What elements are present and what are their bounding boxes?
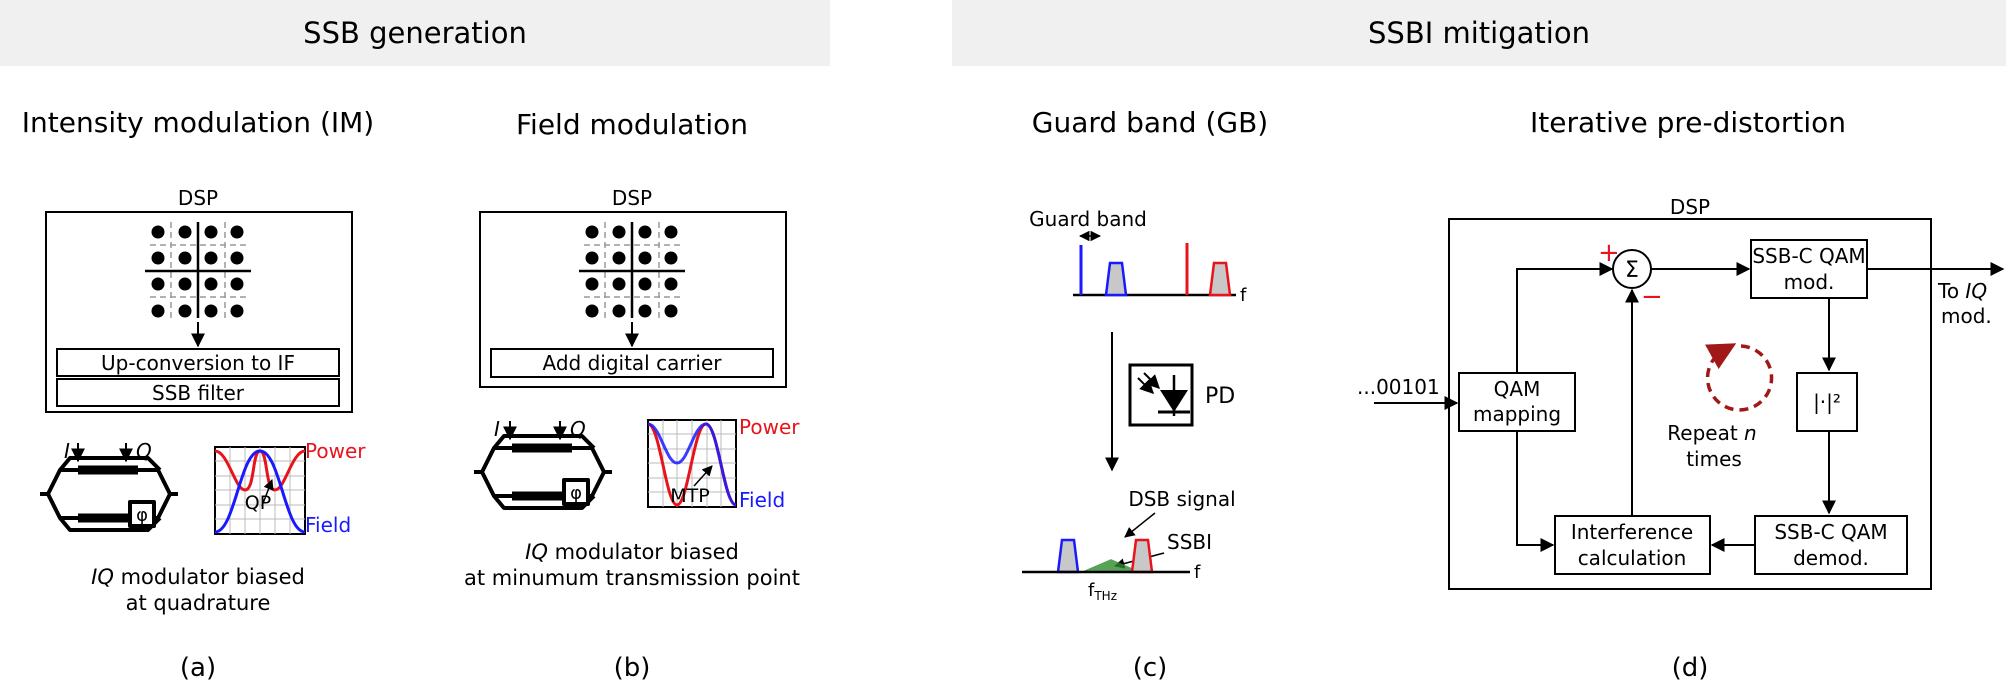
panel-b-constellation [579,222,685,318]
panel-a-dsp-box [45,211,353,413]
panel-a-power-label: Power [305,439,366,463]
panel-b-letter: (b) [614,653,651,682]
panel-a-caption-iq: IQ [91,565,114,589]
panel-a-dsp-label: DSP [178,186,218,210]
fthz-label: fTHz [1088,580,1117,603]
panel-a-letter: (a) [180,653,216,682]
top-freq-label: f [1240,285,1247,306]
panel-b-transfer-plot [647,419,737,508]
panel-a: Intensity modulation (IM) DSP Up-convers… [22,106,374,682]
panel-a-caption-line1: IQ modulator biased [91,565,305,589]
panel-a-transfer-plot [214,446,306,535]
add-digital-carrier-box [490,348,774,378]
panel-b-field-label: Field [739,488,785,512]
panel-a-field-label: Field [305,513,351,537]
to-iq-mod-line2: mod. [1941,304,1992,328]
ssb-filter-box [56,378,340,407]
panel-b-dsp-box [479,211,787,388]
upconversion-label: Up-conversion to IF [101,351,295,375]
add-digital-carrier-label: Add digital carrier [542,351,722,375]
panel-b-iq-modulator-icon [474,434,612,510]
dsb-signal-label: DSB signal [1128,487,1235,511]
panel-b-title: Field modulation [516,108,748,141]
ssbi-label: SSBI [1167,530,1212,554]
panel-d-dsp-label: DSP [1670,195,1710,219]
panel-b-caption-rest: modulator biased [548,540,739,564]
ssbi-mitigation-title: SSBI mitigation [1368,16,1590,50]
repeat-line2: times [1686,447,1742,471]
panel-a-title: Intensity modulation (IM) [22,106,374,139]
panel-b: Field modulation DSP Add digital carrier [464,108,800,682]
panel-d: Iterative pre-distortion DSP ...00101 QA… [1357,106,2005,682]
ssbc-demod-line2: demod. [1793,546,1869,570]
panel-a-i-label: I [64,439,70,463]
panel-b-power-label: Power [739,415,800,439]
ssbi-mitigation-header: SSBI mitigation [952,0,2006,66]
qam-mapping-line1: QAM [1494,377,1541,401]
panel-b-caption-line1: IQ modulator biased [525,540,739,564]
panel-b-phase-symbol: φ [570,483,582,504]
pd-label: PD [1205,384,1235,409]
ssbc-demod-line1: SSB-C QAM [1774,520,1887,544]
abs-square-symbol: |·|² [1813,390,1841,414]
panel-c-letter: (c) [1133,653,1168,682]
repeat-line1: Repeat n [1667,421,1756,445]
top-spectrum [1073,243,1236,297]
panel-a-q-label: Q [136,439,152,463]
to-iq-mod-line1: To IQ [1937,279,1987,303]
abs-square-box [1796,372,1858,432]
panel-b-caption-line2: at minumum transmission point [464,566,800,590]
panel-a-iq-modulator-icon [40,456,178,532]
input-bits-label: ...00101 [1357,375,1440,399]
ssbc-mod-line1: SSB-C QAM [1752,244,1865,268]
panel-b-i-label: I [494,417,500,441]
sum-plus-sign: + [1598,238,1620,268]
sum-symbol: Σ [1625,258,1639,283]
upconversion-box [56,348,340,377]
panel-d-letter: (d) [1672,653,1709,682]
panel-b-q-label: Q [570,417,586,441]
qam-mapping-line2: mapping [1473,402,1561,426]
panel-a-caption-rest: modulator biased [114,565,305,589]
panel-c: Guard band (GB) Guard band f PD DSB sign… [1022,106,1268,682]
panel-c-title: Guard band (GB) [1032,106,1268,139]
panel-b-bias-point: MTP [670,485,709,507]
panel-b-dsp-label: DSP [612,186,652,210]
ssb-generation-title: SSB generation [303,16,527,50]
panel-a-caption-line2: at quadrature [126,591,271,615]
ssbc-qam-mod-box [1750,239,1868,299]
sum-minus-sign: − [1641,282,1663,312]
ssb-filter-label: SSB filter [152,381,245,405]
panel-b-caption-iq: IQ [525,540,548,564]
panel-a-constellation [145,222,251,318]
bottom-freq-label: f [1194,562,1201,583]
ssbc-qam-demod-box [1754,515,1908,575]
bottom-spectrum [1022,538,1190,574]
interference-line2: calculation [1578,546,1687,570]
interference-calculation-box [1554,515,1711,575]
ssb-generation-header: SSB generation [0,0,830,66]
guard-band-label: Guard band [1029,207,1147,231]
ssbc-mod-line2: mod. [1784,270,1835,294]
panel-a-bias-point: QP [245,492,271,514]
panel-a-phase-symbol: φ [136,505,148,526]
panel-d-title: Iterative pre-distortion [1530,106,1846,139]
photodiode-icon [1128,363,1194,427]
repeat-loop-icon [1704,343,1774,412]
interference-line1: Interference [1571,520,1693,544]
